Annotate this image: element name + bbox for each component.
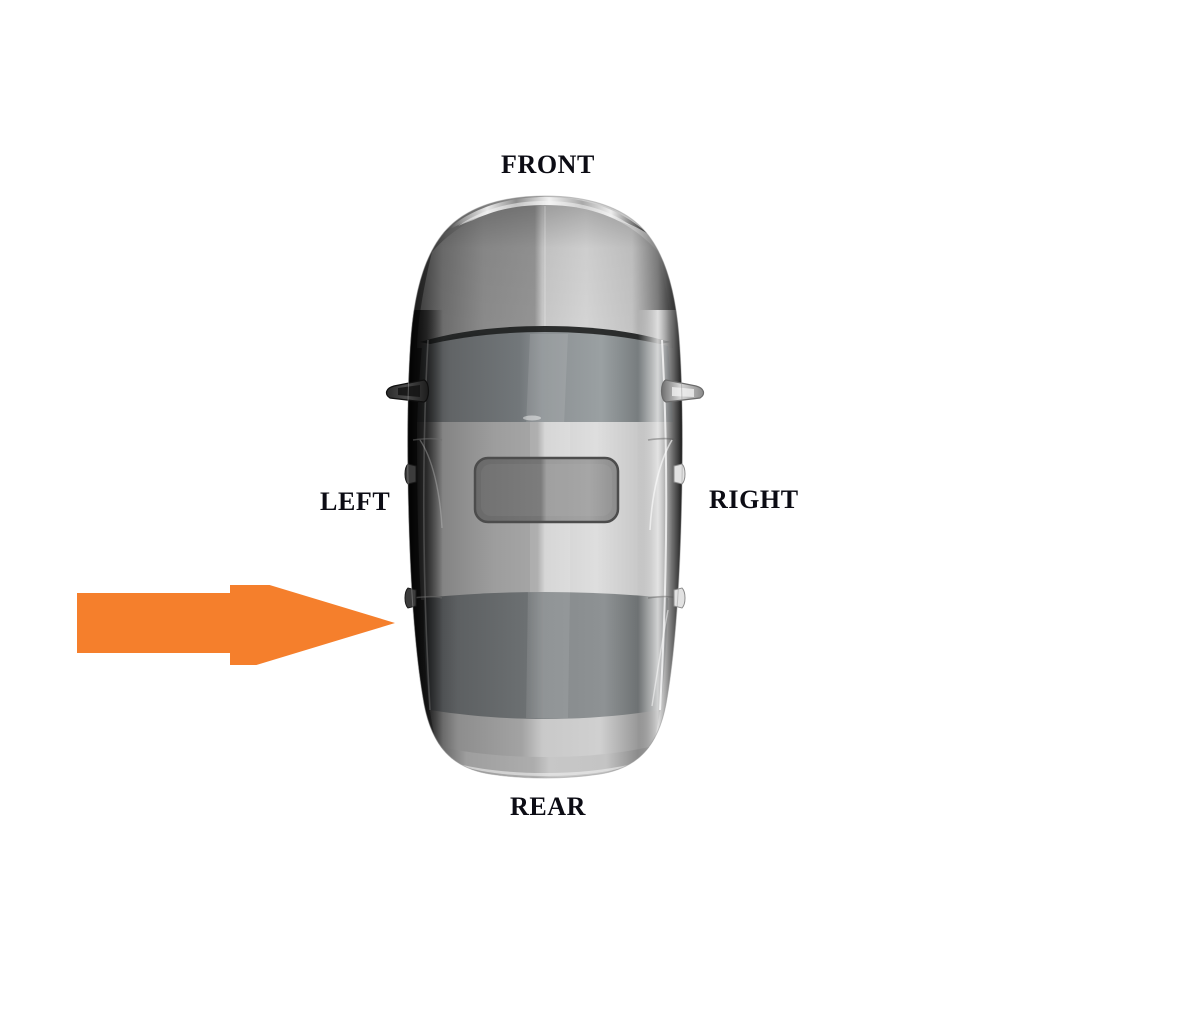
- label-rear: REAR: [509, 792, 587, 821]
- right-side-mirror-glass: [672, 387, 694, 397]
- right-door-seam-front: [647, 437, 677, 441]
- label-front: FRONT: [501, 150, 595, 179]
- windshield: [417, 332, 673, 426]
- left-window-glint: [419, 439, 443, 529]
- left-front-door-handle: [404, 463, 417, 485]
- car-outline: [407, 195, 683, 779]
- left-side-shadow: [407, 310, 443, 760]
- label-left: LEFT: [320, 487, 391, 516]
- car-top-view: [385, 195, 705, 779]
- sunroof: [473, 456, 620, 524]
- rear-bumper-highlight: [450, 762, 640, 776]
- trunk-lid: [430, 710, 660, 765]
- right-front-door-handle: [673, 463, 686, 485]
- rear-windshield: [423, 592, 668, 719]
- left-rear-door-handle: [404, 587, 417, 609]
- front-bumper-highlight: [458, 201, 632, 226]
- direction-arrow-shape: [77, 585, 395, 665]
- roof-speck-highlight: [523, 415, 541, 421]
- sunroof-inner-reflection: [481, 464, 612, 516]
- label-right: RIGHT: [709, 485, 799, 514]
- left-side-mirror-glass: [398, 385, 420, 397]
- left-door-seam-front: [412, 437, 443, 441]
- right-rear-door-handle: [673, 587, 686, 609]
- right-window-glint: [649, 439, 673, 531]
- side-mirrors: [385, 379, 705, 403]
- rear-windshield-reflection: [526, 592, 570, 718]
- windshield-reflection: [526, 334, 568, 426]
- right-lower-glint: [651, 609, 669, 707]
- direction-arrow: [77, 585, 395, 665]
- hood-shade: [417, 205, 673, 348]
- front-bumper: [442, 197, 648, 234]
- left-door-seam-rear: [412, 595, 443, 599]
